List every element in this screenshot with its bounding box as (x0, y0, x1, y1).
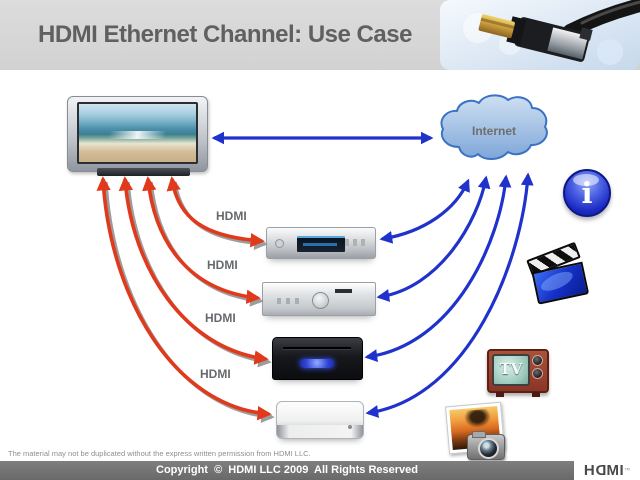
hdmi-logo-letters: HDMI (583, 462, 625, 479)
receiver-display-slot (335, 289, 352, 293)
retro-tv-leg (532, 392, 540, 397)
tv-base (97, 168, 190, 176)
trademark-symbol: ™ (624, 467, 631, 474)
copyright-bar: Copyright © HDMI LLC 2009 All Rights Res… (0, 461, 640, 480)
hdmi-label-3: HDMI (205, 311, 236, 325)
disc-player-button (275, 239, 284, 248)
internet-label: Internet (471, 124, 516, 138)
av-receiver (262, 282, 376, 316)
flat-panel-tv (67, 96, 208, 172)
receiver-buttons (277, 298, 303, 304)
disc-player (266, 227, 376, 259)
receiver-knob (312, 292, 329, 309)
retro-tv-screen: TV (492, 354, 530, 386)
disc-player-controls (345, 239, 367, 246)
retro-tv-icon: TV (487, 349, 549, 397)
ethernet-arrows (211, 131, 534, 418)
ethernet-arrow-2 (376, 175, 491, 302)
camera-lens (478, 438, 499, 459)
console-power-glow (300, 359, 334, 368)
console-disc-slot (283, 347, 351, 349)
game-console (272, 337, 363, 380)
copyright-text: Copyright © HDMI LLC 2009 All Rights Res… (156, 464, 418, 476)
camera-body (467, 431, 505, 460)
retro-tv-leg (496, 392, 504, 397)
photo-camera-icon (445, 401, 507, 462)
hdmi-cable-connector-photo (440, 0, 640, 70)
hdmi-label-4: HDMI (200, 367, 231, 381)
retro-tv-label: TV (499, 360, 523, 378)
hdmi-logo: HDMI ™ (574, 461, 640, 480)
media-box (276, 401, 364, 439)
info-icon: i (563, 169, 611, 217)
disc-player-display (297, 236, 345, 252)
hdmi-label-1: HDMI (216, 209, 247, 223)
retro-tv-knob (532, 368, 543, 379)
header-band: HDMI Ethernet Channel: Use Case (0, 0, 640, 70)
retro-tv-knob (532, 355, 543, 366)
movie-clapper-icon (526, 241, 590, 305)
hdmi-label-2: HDMI (207, 258, 238, 272)
tv-bezel (77, 102, 198, 164)
tv-screen-beach-image (79, 104, 196, 162)
ethernet-arrow-3 (364, 174, 512, 362)
page-title: HDMI Ethernet Channel: Use Case (38, 21, 412, 48)
hdmi-arrow-2 (142, 176, 261, 304)
internet-cloud (434, 90, 554, 172)
ethernet-arrow-1 (379, 178, 470, 244)
disclaimer-text: The material may not be duplicated witho… (8, 449, 311, 458)
hdmi-arrow-shadows (104, 181, 275, 423)
media-box-side (277, 425, 363, 438)
hdmi-arrow-3 (118, 176, 269, 365)
info-icon-glyph: i (581, 176, 593, 210)
media-box-status-light (348, 425, 352, 429)
